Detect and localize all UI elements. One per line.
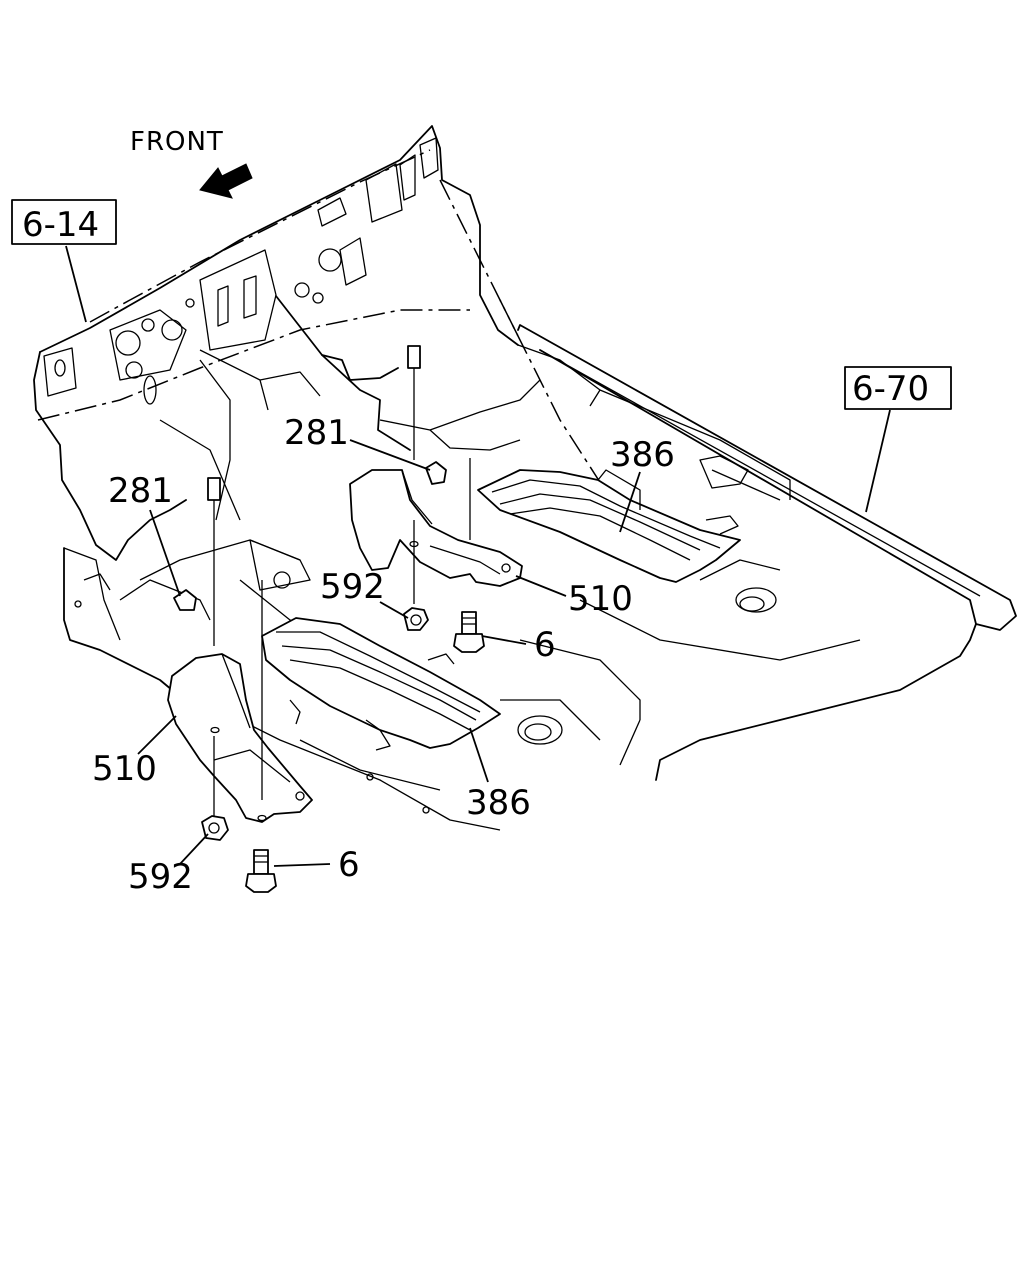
ref-box-6-14[interactable]: 6-14: [11, 199, 117, 245]
bolt-6-lower: [245, 849, 277, 893]
leader-281-upper: [349, 439, 431, 471]
bracket-510-lower: [167, 653, 313, 823]
leader-386-lower: [469, 727, 489, 783]
callout-510-left: 510: [92, 749, 157, 789]
callout-6-upper: 6: [534, 625, 556, 665]
clip-281-lower: [173, 589, 197, 611]
stud-lower: [207, 477, 221, 646]
callout-281-lower: 281: [108, 471, 173, 511]
leader-510-right: [515, 575, 567, 597]
heat-shield-386-lower: [261, 617, 501, 751]
callout-592-upper: 592: [320, 567, 385, 607]
callout-386-upper: 386: [610, 435, 675, 475]
leader-592-lower: [179, 833, 209, 865]
leader-6-lower: [273, 863, 331, 867]
bracket-510-upper: [349, 469, 523, 587]
leader-281-lower: [149, 509, 181, 597]
ref-box-6-14-label: 6-14: [22, 205, 99, 245]
leader-6-upper: [481, 635, 527, 645]
right-floor-panel: [517, 324, 1017, 781]
callout-386-lower: 386: [466, 783, 531, 823]
front-arrow-icon: [199, 163, 253, 199]
front-label: FRONT: [130, 127, 224, 157]
leader-386-upper: [619, 471, 641, 533]
ref-box-6-70-label: 6-70: [852, 369, 929, 409]
leader-6-14: [65, 245, 87, 323]
leader-510-left: [137, 715, 177, 755]
ref-box-6-70[interactable]: 6-70: [844, 366, 952, 410]
bolt-6-upper: [453, 611, 485, 653]
callout-6-lower: 6: [338, 845, 360, 885]
callout-281-upper: 281: [284, 413, 349, 453]
callout-592-lower: 592: [128, 857, 193, 897]
heat-shield-386-upper: [477, 469, 741, 583]
nut-592-upper: [403, 607, 429, 631]
callout-510-right: 510: [568, 579, 633, 619]
stud-upper: [407, 345, 421, 460]
leader-6-70: [865, 409, 891, 513]
nut-592-lower: [201, 815, 229, 841]
leader-592-upper: [379, 601, 409, 619]
clip-281-upper: [425, 461, 447, 485]
